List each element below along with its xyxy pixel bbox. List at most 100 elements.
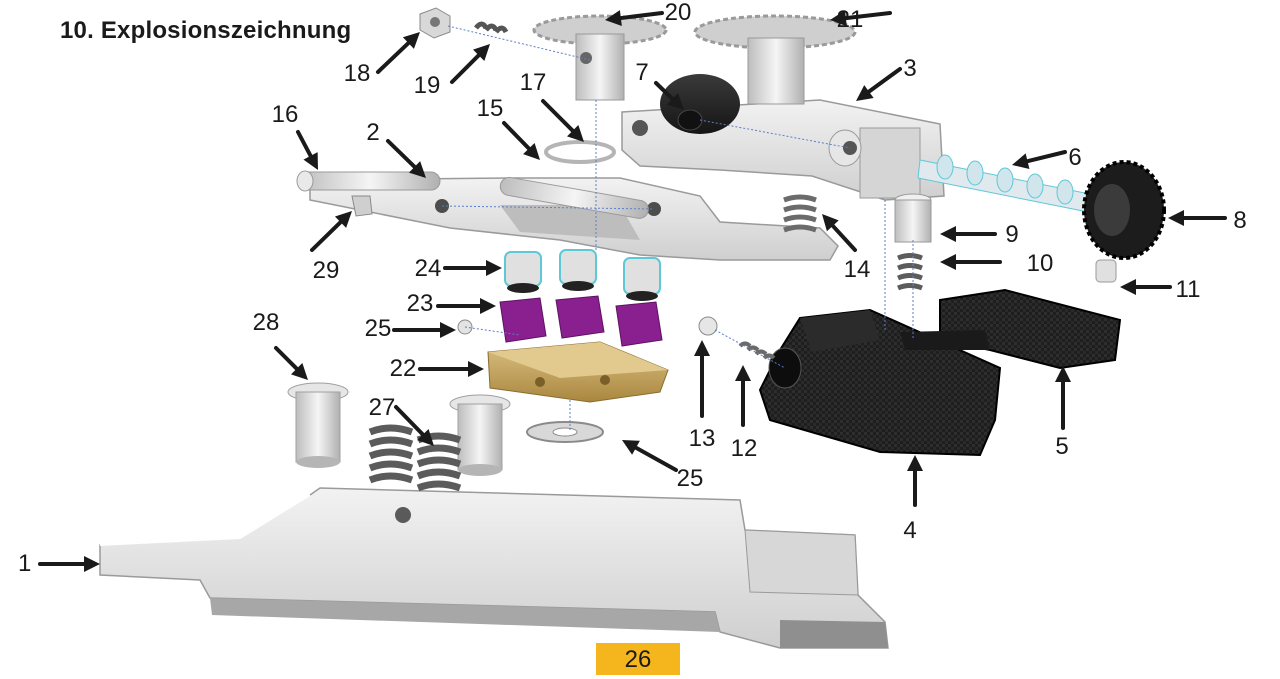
arrow-left-icon — [1120, 279, 1172, 295]
arrow-down-right-icon — [386, 139, 426, 178]
arrow-shaft — [618, 11, 664, 21]
callout-20: 20 — [605, 0, 691, 26]
arrow-head — [567, 125, 584, 142]
callout-10: 10 — [940, 250, 1053, 277]
callout-4: 4 — [903, 455, 923, 544]
part-12-screw — [738, 341, 776, 360]
part-7-knob — [660, 74, 740, 134]
callout-18: 18 — [344, 32, 420, 87]
callout-label: 15 — [477, 95, 504, 122]
callout-19: 19 — [414, 44, 490, 99]
callout-label: 11 — [1176, 276, 1201, 303]
arrow-right-icon — [418, 361, 484, 377]
arrow-shaft — [386, 139, 417, 169]
arrow-head — [1120, 279, 1136, 295]
arrow-head — [605, 10, 622, 26]
callout-label: 25 — [365, 315, 392, 342]
arrow-right-icon — [38, 556, 100, 572]
arrow-down-right-icon — [541, 99, 584, 142]
callout-6: 6 — [1012, 144, 1082, 171]
arrow-up-right-icon — [450, 44, 490, 84]
arrow-head — [417, 428, 434, 446]
part-8-gear — [1082, 160, 1166, 260]
part-22-brass-plate — [487, 341, 669, 403]
arrow-left-icon — [605, 10, 664, 26]
arrow-head — [940, 226, 956, 242]
part-2-lever-arm — [309, 177, 839, 261]
callout-label: 7 — [635, 59, 648, 86]
arrow-shaft — [450, 53, 481, 84]
callout-label: 2 — [366, 119, 379, 146]
callout-label: 1 — [18, 550, 31, 577]
callout-label: 10 — [1027, 250, 1054, 277]
arrow-up-icon — [907, 455, 923, 507]
arrow-shaft — [502, 121, 531, 151]
callout-label: 12 — [731, 435, 758, 462]
arrow-right-icon — [436, 298, 496, 314]
callout-label: 8 — [1233, 207, 1246, 234]
callout-13: 13 — [689, 340, 715, 452]
arrow-head — [1055, 366, 1071, 382]
callout-label: 29 — [313, 257, 340, 284]
arrow-shaft — [830, 223, 857, 252]
arrow-head — [440, 322, 456, 338]
arrow-head — [402, 32, 420, 49]
arrow-head — [468, 361, 484, 377]
callout-label: 6 — [1068, 144, 1081, 171]
arrow-right-icon — [392, 322, 456, 338]
part-5-black-bracket — [900, 288, 1122, 370]
callout-label: 20 — [665, 0, 692, 26]
callout-label: 24 — [415, 255, 442, 282]
callout-label: 23 — [407, 290, 434, 317]
page-title: 10. Explosionszeichnung — [60, 17, 352, 44]
callout-27: 27 — [369, 394, 434, 446]
part-24-small-bushings — [504, 249, 661, 295]
callout-22: 22 — [390, 355, 484, 382]
arrow-left-icon — [1168, 210, 1227, 226]
assembly-axis-lines — [441, 25, 914, 430]
arrow-shaft — [866, 67, 902, 94]
callout-label: 5 — [1055, 433, 1068, 460]
callout-24: 24 — [415, 255, 502, 282]
arrow-head — [303, 152, 318, 170]
arrow-shaft — [394, 405, 425, 437]
callout-label: 25 — [677, 465, 704, 492]
callout-14: 14 — [822, 214, 870, 283]
part-29-clip — [351, 195, 373, 217]
callout-8: 8 — [1168, 207, 1247, 234]
arrow-down-right-icon — [654, 81, 684, 110]
part-27-springs — [368, 424, 462, 492]
callout-16: 16 — [272, 101, 318, 170]
callout-label: 28 — [253, 309, 280, 336]
part-21-gear — [693, 14, 857, 105]
part-23-purple-blocks — [499, 295, 663, 347]
arrow-head — [473, 44, 490, 61]
part-14-spring — [783, 194, 817, 233]
part-25-washer — [526, 421, 604, 443]
arrow-down-left-icon — [856, 67, 902, 101]
callout-label: 16 — [272, 101, 299, 128]
arrow-down-right-icon — [502, 121, 540, 160]
callout-12: 12 — [731, 365, 758, 462]
arrow-up-left-icon — [822, 214, 857, 252]
arrow-shaft — [296, 130, 313, 158]
arrow-left-icon — [940, 226, 997, 242]
callout-label: 14 — [844, 256, 871, 283]
part-16-pin — [296, 170, 441, 192]
arrow-left-icon — [940, 254, 1002, 270]
arrow-shaft — [274, 346, 299, 371]
page-number: 26 — [596, 643, 680, 675]
arrow-up-right-icon — [310, 211, 352, 252]
callout-25-lower: 25 — [622, 440, 703, 492]
arrow-head — [1012, 153, 1030, 169]
arrow-head — [486, 260, 502, 276]
arrow-head — [830, 10, 847, 27]
parts-illustration — [99, 7, 1166, 649]
arrow-down-right-icon — [394, 405, 434, 446]
arrow-up-right-icon — [376, 32, 420, 74]
arrow-down-left-icon — [1012, 150, 1067, 169]
callout-5: 5 — [1055, 366, 1071, 460]
